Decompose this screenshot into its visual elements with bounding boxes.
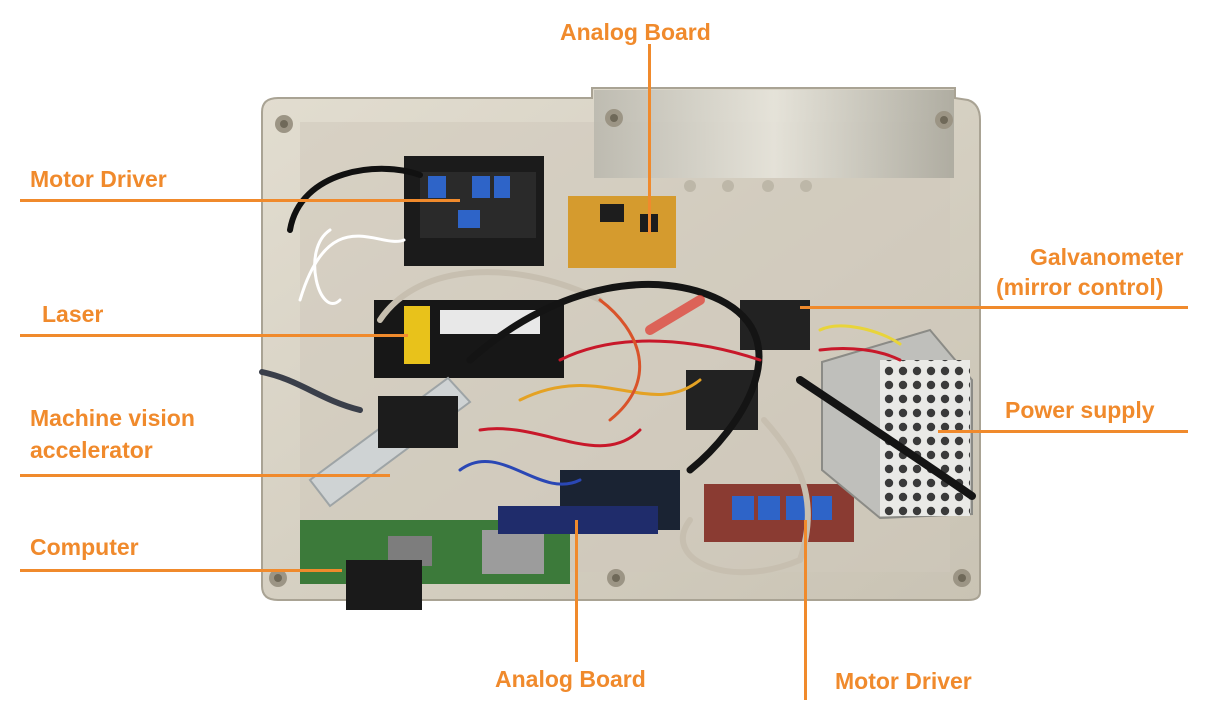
label-galvanometer-line1: Galvanometer — [1030, 244, 1184, 270]
machine-vision-leader — [20, 474, 390, 477]
analog-board-bottom-leader — [575, 520, 578, 662]
label-machine-vision-line2: accelerator — [30, 437, 153, 463]
analog-board-top-leader — [648, 44, 651, 234]
power-supply — [821, 328, 973, 520]
analog-board-top — [568, 196, 676, 268]
computer-leader — [20, 569, 342, 572]
galvanometer-leader — [800, 306, 1188, 309]
motor-driver-board-bottom — [704, 484, 854, 542]
label-power-supply: Power supply — [1005, 397, 1155, 423]
computer-board — [300, 520, 570, 610]
motor-driver-bottom-leader — [804, 520, 807, 700]
label-laser: Laser — [42, 301, 104, 327]
motor-driver-left-leader — [20, 199, 460, 202]
label-galvanometer-line2: (mirror control) — [996, 274, 1164, 300]
label-computer: Computer — [30, 534, 139, 560]
label-motor-driver-left: Motor Driver — [30, 166, 167, 192]
motor-driver-board-top — [404, 156, 544, 266]
laser-leader — [20, 334, 408, 337]
label-motor-driver-bottom: Motor Driver — [835, 668, 972, 694]
label-analog-board-top: Analog Board — [560, 19, 711, 45]
label-analog-board-bottom: Analog Board — [495, 666, 646, 692]
cables — [259, 165, 976, 576]
label-machine-vision-line1: Machine vision — [30, 405, 195, 431]
power-supply-leader — [938, 430, 1188, 433]
